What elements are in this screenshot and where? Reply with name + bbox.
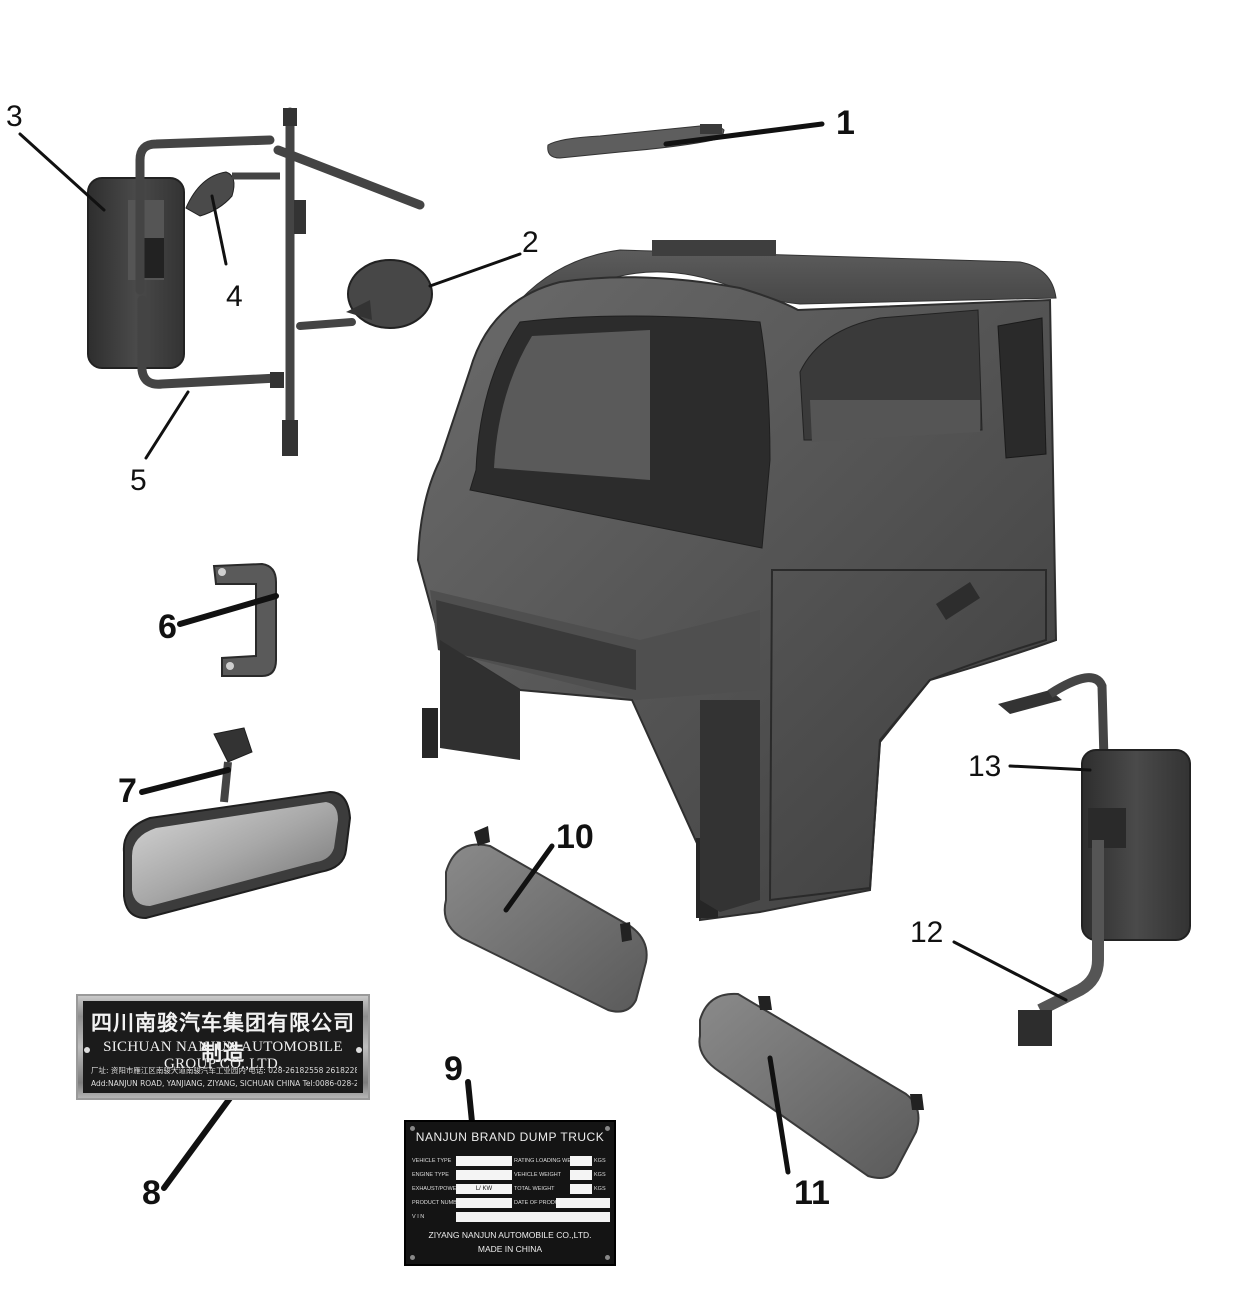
plate-field	[456, 1212, 610, 1222]
plate-field	[456, 1198, 512, 1208]
plate-row: VEHICLE TYPE RATING LOADING WEIGHT KGS	[412, 1156, 608, 1168]
leader-10	[503, 843, 555, 913]
leader-13	[1008, 764, 1092, 772]
nameplate-address-en: Add:NANJUN ROAD, YANJIANG, ZIYANG, SICHU…	[91, 1079, 357, 1088]
callout-numbers: 1 2 3 4 5 6 7 8 9 10 11 12 13	[6, 100, 1001, 1212]
plate-field	[570, 1170, 592, 1180]
callout-9: 9	[444, 1050, 463, 1088]
rivet	[410, 1255, 415, 1260]
plate-field: L/ KW	[456, 1184, 512, 1194]
leader-1	[663, 121, 825, 147]
plate-unit: KGS	[594, 1158, 606, 1164]
leader-2	[428, 252, 522, 288]
callout-1: 1	[836, 104, 855, 142]
callout-10: 10	[556, 818, 594, 856]
leader-9	[465, 1079, 475, 1125]
nameplate-address-cn: 厂址: 资阳市雁江区南骏大道南骏汽车工业园内 电话: 028-26182558 …	[91, 1066, 357, 1075]
plate-row: EXHAUST/POWER L/ KW TOTAL WEIGHT KGS	[412, 1184, 608, 1196]
plate-field	[456, 1156, 512, 1166]
leader-8	[161, 1087, 239, 1191]
plate-label: TOTAL WEIGHT	[514, 1186, 555, 1192]
leader-12	[952, 940, 1068, 1002]
plate-row: V I N	[412, 1212, 610, 1224]
plate-label: PRODUCT NUMBER	[412, 1200, 465, 1206]
plate-label: VEHICLE TYPE	[412, 1158, 452, 1164]
plate-footer-origin: MADE IN CHINA	[477, 1244, 543, 1254]
part-9-vehicle-data-plate: NANJUN BRAND DUMP TRUCK VEHICLE TYPE RAT…	[404, 1120, 616, 1266]
part-13-right-main-mirror	[998, 673, 1191, 941]
callout-2: 2	[522, 226, 539, 259]
part-10-sun-visor	[443, 826, 648, 1013]
plate-label: DATE OF PRODUCE	[514, 1200, 567, 1206]
nameplate-english-name: SICHUAN NANJUN AUTOMOBILE GROUP CO.,LTD.	[103, 1039, 343, 1072]
part-8-company-nameplate: 四川南骏汽车集团有限公司制造 SICHUAN NANJUN AUTOMOBILE…	[76, 994, 370, 1100]
part-2-wide-angle-mirror	[296, 259, 433, 330]
callout-12: 12	[910, 916, 943, 949]
rivet	[356, 1047, 362, 1053]
part-5-left-mirror-bracket	[270, 108, 306, 456]
plate-unit: KGS	[594, 1172, 606, 1178]
leader-6	[177, 593, 279, 627]
part-5-left-mirror-arm	[135, 107, 425, 445]
plate-title: NANJUN BRAND DUMP TRUCK	[415, 1130, 605, 1144]
plate-field	[556, 1198, 610, 1208]
part-6-grab-handle	[212, 562, 277, 677]
leader-5	[144, 390, 190, 460]
callout-13: 13	[968, 750, 1001, 783]
plate-label: EXHAUST/POWER	[412, 1186, 461, 1192]
leader-11	[767, 1055, 791, 1175]
plate-label: RATING LOADING WEIGHT	[514, 1158, 585, 1164]
plate-footer-company: ZIYANG NANJUN AUTOMOBILE CO.,LTD.	[428, 1230, 592, 1240]
plate-field	[570, 1156, 592, 1166]
callout-11: 11	[794, 1174, 830, 1212]
plate-label: ENGINE TYPE	[412, 1172, 449, 1178]
rivet	[84, 1047, 90, 1053]
leader-lines	[18, 121, 1092, 1191]
part-11-sun-visor	[698, 992, 924, 1179]
part-12-right-mirror-arm	[1018, 840, 1104, 1046]
plate-field	[456, 1170, 512, 1180]
rivet	[605, 1126, 610, 1131]
plate-label: V I N	[412, 1214, 425, 1220]
callout-6: 6	[158, 608, 177, 646]
nameplate-chinese-name: 四川南骏汽车集团有限公司制造	[91, 1011, 355, 1065]
plate-field	[570, 1184, 592, 1194]
plate-label: VEHICLE WEIGHT	[514, 1172, 562, 1178]
callout-4: 4	[226, 280, 243, 313]
part-7-interior-mirror	[122, 727, 352, 920]
leader-7	[139, 767, 231, 795]
leader-3	[18, 132, 106, 212]
callout-7: 7	[118, 772, 137, 810]
truck-cab-body	[416, 240, 1058, 922]
part-4-left-kerb-mirror	[185, 171, 280, 217]
plate-row: ENGINE TYPE VEHICLE WEIGHT KGS	[412, 1170, 608, 1182]
leader-4	[210, 194, 228, 266]
callout-5: 5	[130, 464, 147, 497]
rivet	[605, 1255, 610, 1260]
plate-unit: KGS	[594, 1186, 606, 1192]
callout-3: 3	[6, 100, 23, 133]
nameplate-face: 四川南骏汽车集团有限公司制造 SICHUAN NANJUN AUTOMOBILE…	[83, 1001, 363, 1093]
rivet	[410, 1126, 415, 1131]
plate-row: PRODUCT NUMBER DATE OF PRODUCE	[412, 1198, 610, 1210]
callout-8: 8	[142, 1174, 161, 1212]
